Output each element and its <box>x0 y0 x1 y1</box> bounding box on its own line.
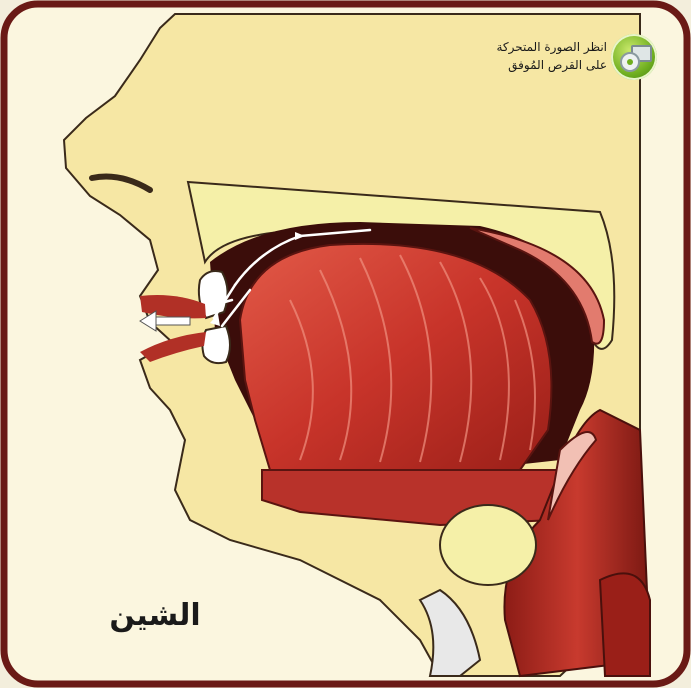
cd-note-line1: انظر الصورة المتحركة <box>481 38 607 56</box>
disc-icon <box>620 52 640 72</box>
hyoid-tissue <box>440 505 536 585</box>
cd-note-line2: على القرص المُوفق <box>481 56 607 74</box>
cd-note-text: انظر الصورة المتحركة على القرص المُوفق <box>481 38 607 74</box>
animation-cd-note[interactable]: انظر الصورة المتحركة على القرص المُوفق <box>481 34 665 80</box>
cd-video-icon[interactable] <box>611 34 657 80</box>
lower-incisor <box>202 326 230 363</box>
letter-label: الشين <box>100 598 210 633</box>
trachea <box>600 573 650 676</box>
